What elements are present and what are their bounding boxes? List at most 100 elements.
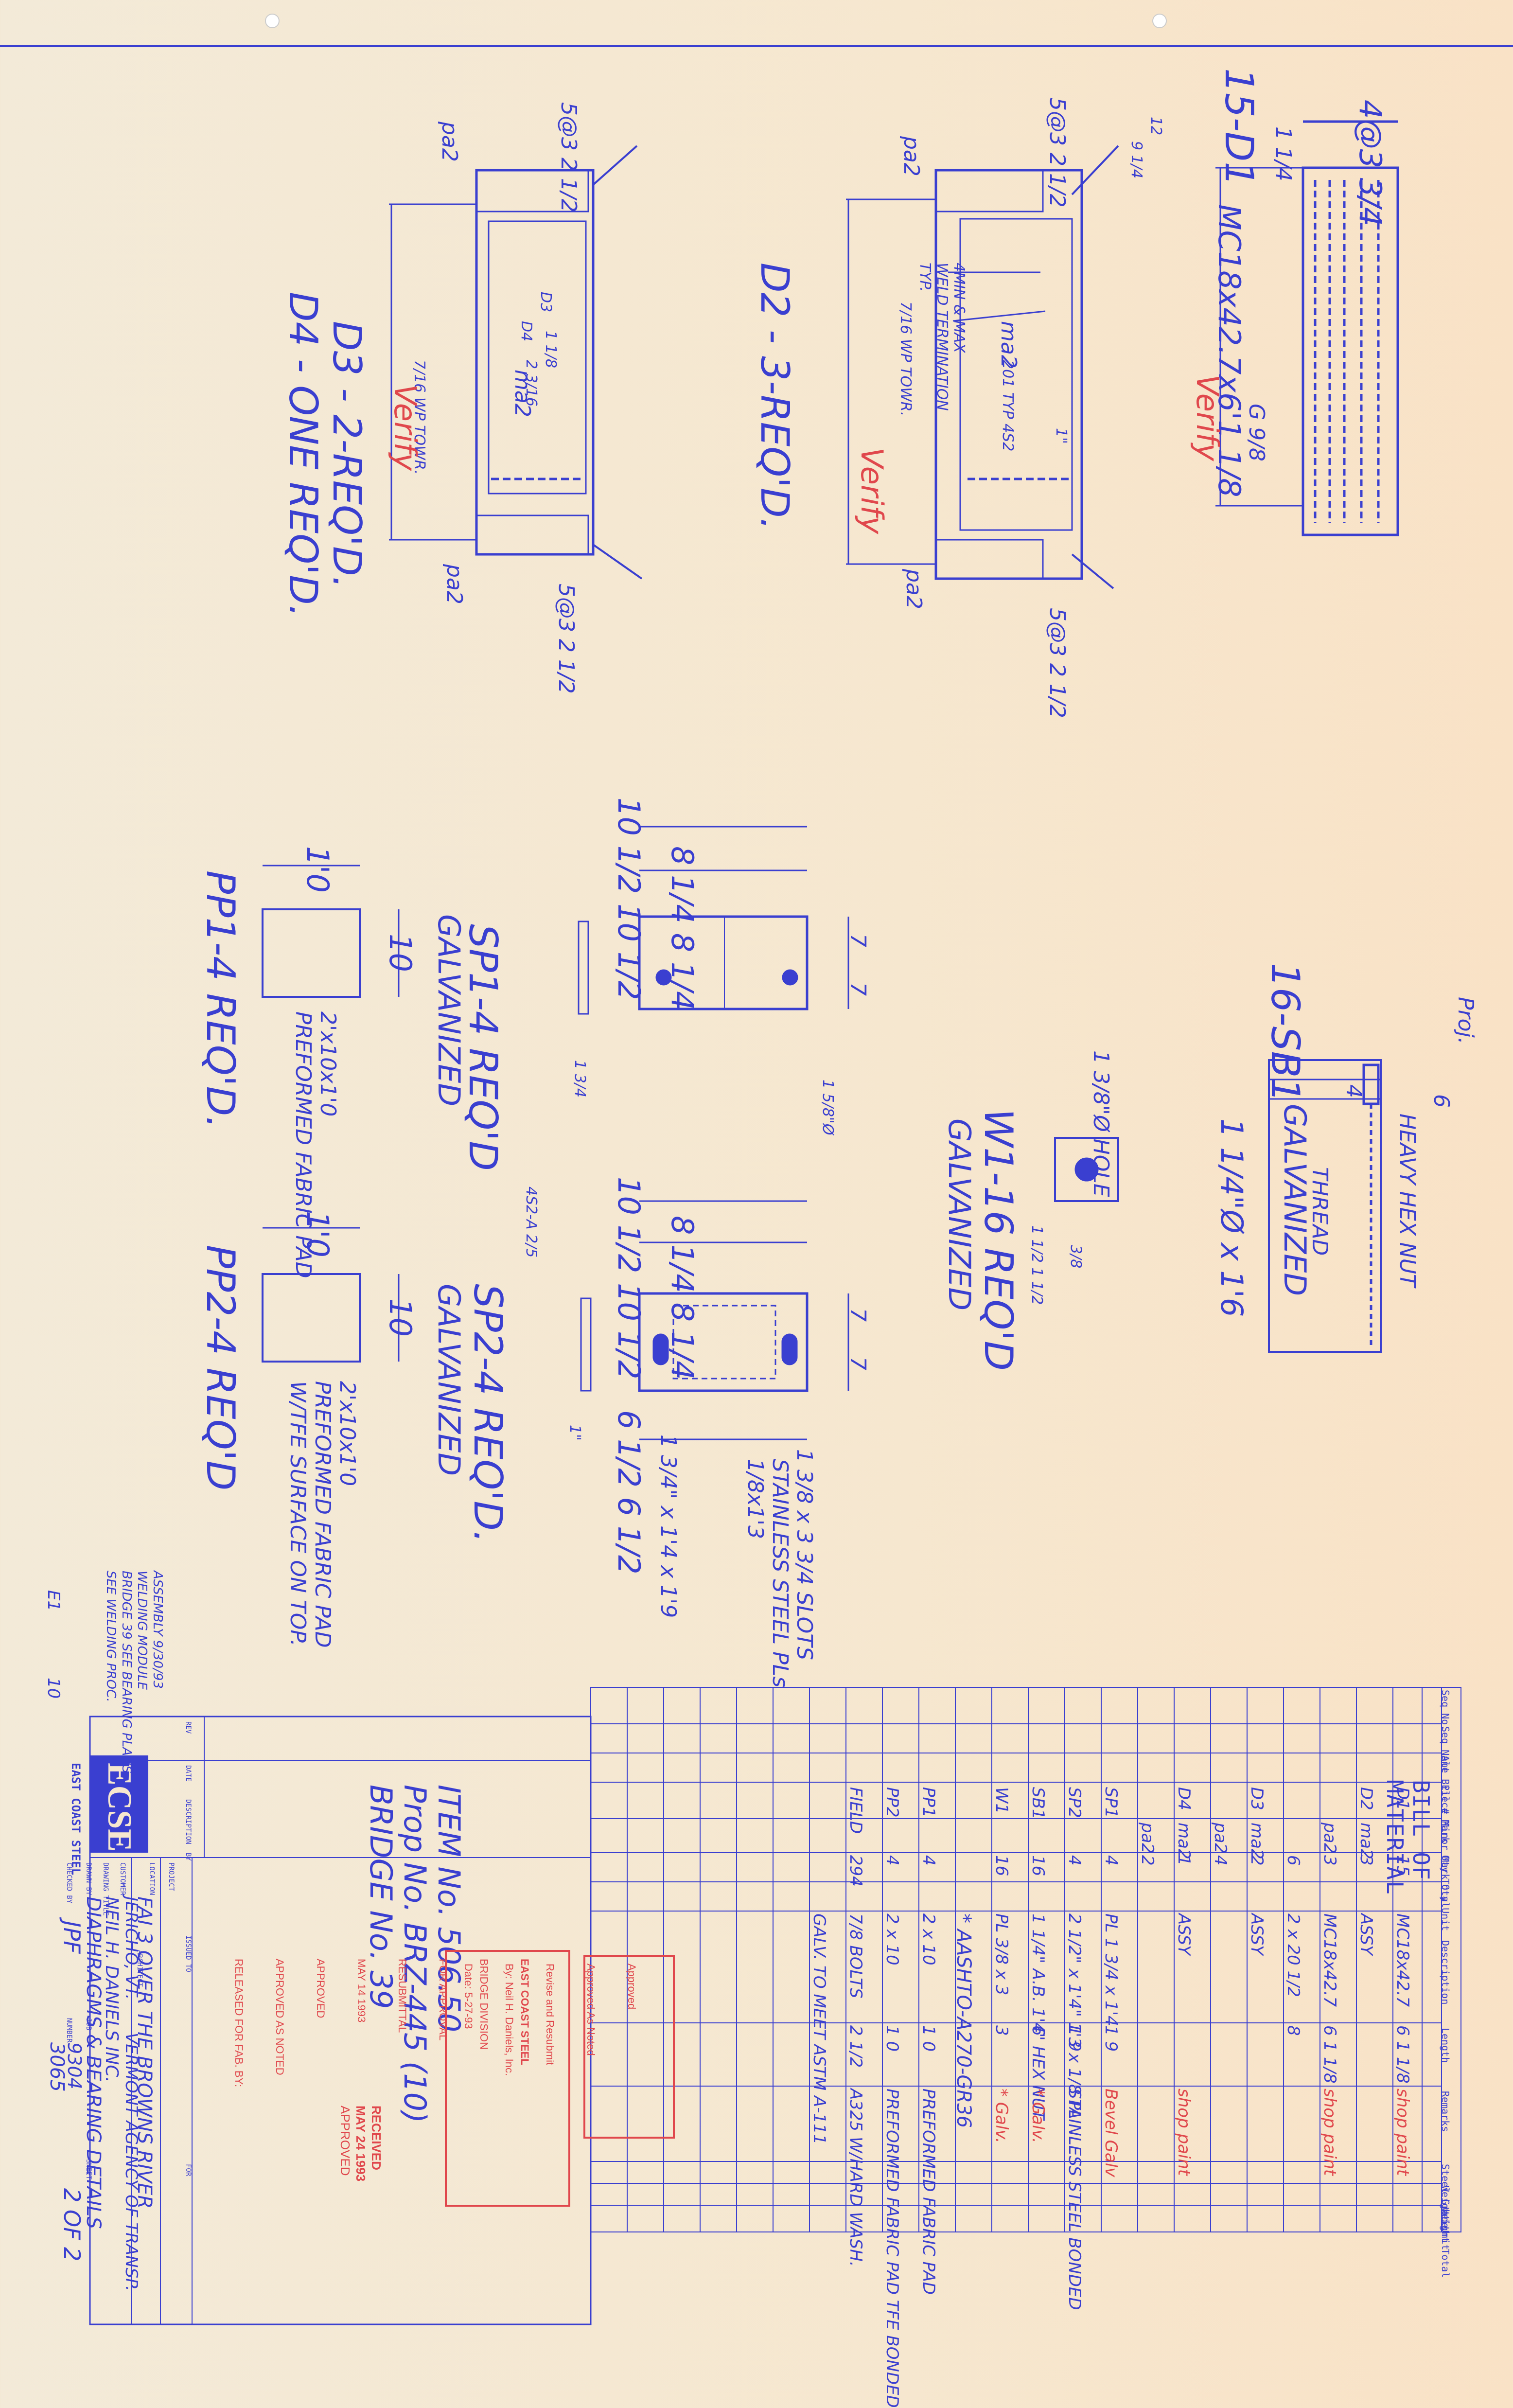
bom-cell-rem: A325 W/HARD WASH. [846, 2089, 865, 2267]
bom-cell-rem: Bevel Galv [1101, 2089, 1121, 2178]
w1-hole: 1 3/8"Ø HOLE [1089, 1050, 1113, 1197]
sp2-thk2: 1" [566, 1425, 583, 1441]
sp1-galv: GALVANIZED [431, 914, 467, 1107]
pp1-dim1: 1'0 [300, 846, 335, 893]
d4-label: D4 [518, 321, 535, 342]
stamp-resubmittal: RESUBMITTAL [396, 1959, 408, 2033]
sp1-dims-mid: 8 1/4 8 1/4 [665, 846, 700, 1010]
bom-cell-len: 1 0 [882, 2025, 902, 2052]
approval-stamp-daniels: Approved Approved As Noted Revise and Re… [462, 1955, 675, 2139]
w1-galv: GALVANIZED [942, 1118, 977, 1311]
bom-cell-minor: ma2 [1356, 1823, 1376, 1859]
bom-cell-desc: 7/8 BOLTS [846, 1913, 865, 1999]
bom-cell-len: 2 1/2 [846, 2025, 865, 2068]
title-block-label: CHECKED BY [65, 1862, 73, 1904]
bom-cell-desc: PL 3/8 x 3 [992, 1913, 1011, 1996]
bom-cell-minor: pa2 [1138, 1823, 1157, 1854]
pp1-dim2: 10 [383, 934, 418, 972]
bom-header-cell: Remarks [1440, 2091, 1451, 2132]
d2-weld-notes: 4MIN & MAX WELD TERMINATION TYP. [916, 263, 968, 411]
bom-header-cell: Qty Unit [1440, 1884, 1451, 1931]
pp2-mark: PP2-4 REQ'D [198, 1245, 243, 1491]
d1-dim-top: 4@3 3/4 [1353, 100, 1388, 227]
sp2-weld: 4S2-A 2/5 [523, 1186, 540, 1258]
bom-cell-piece: D4 [1174, 1787, 1194, 1810]
stamp-b-date: Date: 5-27-93 [462, 1964, 475, 2029]
title-block-label: NUMBER [65, 2018, 73, 2043]
d2-pa-bot: pa2 [901, 569, 926, 609]
bom-cell-len: 1 9 [1065, 2025, 1084, 2052]
d2-mark: D2 - 3-REQ'D. [752, 263, 797, 531]
d3-bot-dim: 5@3 2 1/2 [554, 584, 579, 694]
company-logo: ECSE [90, 1755, 148, 1853]
bom-cell-piece: D3 [1247, 1787, 1267, 1810]
d3-pa-bot: pa2 [442, 564, 467, 604]
title-block-label: BY [184, 1853, 192, 1861]
pp1-mark: PP1-4 REQ'D. [198, 870, 243, 1129]
bom-cell-minor: ma2 [1174, 1823, 1194, 1859]
w1-thk: 3/8 [1067, 1245, 1084, 1269]
bom-cell-piece: D2 [1356, 1787, 1376, 1810]
sp1-dim7b: 7 [845, 982, 870, 996]
bom-cell-desc: * AASHTO-A270-GR36 [952, 1913, 975, 2128]
received-label: RECEIVED [369, 2106, 384, 2170]
bom-cell-len: 8 [1284, 2025, 1303, 2036]
sp2-dim7a: 7 [845, 1308, 870, 1322]
bom-cell-rem: PREFORMED FABRIC PAD [919, 2089, 938, 2295]
sp2-galv: GALVANIZED [431, 1284, 467, 1476]
stamp-date: MAY 14 1993 [355, 1959, 368, 2023]
bom-grid [590, 1687, 1461, 2232]
sp2-mark: SP2-4 REQ'D. [465, 1284, 510, 1543]
bom-cell-qt: 4 [1065, 1855, 1084, 1866]
title-block-label: FOR [184, 2164, 192, 2177]
bom-cell-rem: PREFORMED FABRIC PAD TFE BONDED [882, 2089, 902, 2408]
bom-cell-rem: * Galv. [1028, 2089, 1048, 2143]
bom-cell-desc: MC18x42.7 [1393, 1913, 1412, 2007]
bom-header-cell: Description [1440, 1940, 1451, 2005]
sb1-dim4: 4 [1341, 1084, 1366, 1098]
d2-bot-dim: 5@3 2 1/2 [1045, 608, 1070, 718]
bom-cell-desc: 2 x 10 [882, 1913, 902, 1965]
sb1-desc: 1 1/4"Ø x 1'6 [1214, 1118, 1249, 1317]
stamp-b-approved: Approved [626, 1964, 638, 2010]
bom-header-cell: Seq No. [1440, 1690, 1451, 1731]
bom-cell-minor: ma2 [1247, 1823, 1267, 1859]
d2-pa-top: pa2 [899, 136, 924, 177]
d2-dim12: 12 [1147, 117, 1164, 136]
bom-cell-qt: 3 [1320, 1855, 1339, 1866]
sp2-dim7b: 7 [845, 1357, 870, 1370]
binder-hole-right [1152, 14, 1167, 28]
bom-cell-qt: 1 [1174, 1855, 1194, 1866]
bom-cell-piece: SP1 [1101, 1787, 1121, 1818]
bom-cell-piece: FIELD [846, 1787, 865, 1834]
bom-cell-qt: 4 [882, 1855, 902, 1866]
bom-cell-desc: MC18x42.7 [1320, 1913, 1339, 2007]
stamp-approved-noted: APPROVED AS NOTED [274, 1959, 286, 2075]
sp1-dim7a: 7 [845, 934, 870, 947]
bom-cell-qt: 4 [1101, 1855, 1121, 1866]
bom-cell-qt: 16 [1028, 1855, 1048, 1877]
d1-g: G 9/8 [1244, 404, 1269, 461]
d4-mark: D4 - ONE REQ'D. [281, 292, 326, 618]
bom-cell-len: 3 [992, 2025, 1011, 2036]
bom-cell-len: 1 0 [919, 2025, 938, 2052]
bom-cell-qt: 4 [919, 1855, 938, 1866]
red-verify-2: Verify [854, 447, 890, 534]
received-stamp: RECEIVED MAY 24 1993 APPROVED [337, 2106, 384, 2181]
title-block-label: CUSTOMER [119, 1862, 126, 1895]
tb-drawn-by: JPF [59, 1921, 85, 1954]
d2-top-dim: 5@3 2 1/2 [1045, 97, 1070, 208]
d3-label: D3 [537, 292, 554, 313]
approval-stamp-ecs: EAST COAST STEEL BRIDGE DIVISION FOR APP… [233, 1950, 570, 2207]
pp2-note: 2'x10x1'0 PREFORMED FABRIC PAD W/TFE SUR… [285, 1381, 360, 1648]
bom-cell-qt: 15 [1393, 1855, 1412, 1877]
sb1-thread: THREAD [1307, 1167, 1332, 1256]
bom-cell-desc: ASSY [1174, 1913, 1194, 1955]
d1-mark: 15-D1 [1216, 68, 1262, 187]
received-date: MAY 24 1993 [353, 2106, 368, 2182]
bom-cell-piece: PP2 [882, 1787, 902, 1818]
tb-architect: VERMONT AGENCY OF TRANSP. [122, 2033, 141, 2291]
d2-dim94: 9 1/4 [1128, 141, 1145, 178]
d3-pa-top: pa2 [437, 122, 462, 162]
bom-cell-qt: 294 [846, 1855, 865, 1887]
